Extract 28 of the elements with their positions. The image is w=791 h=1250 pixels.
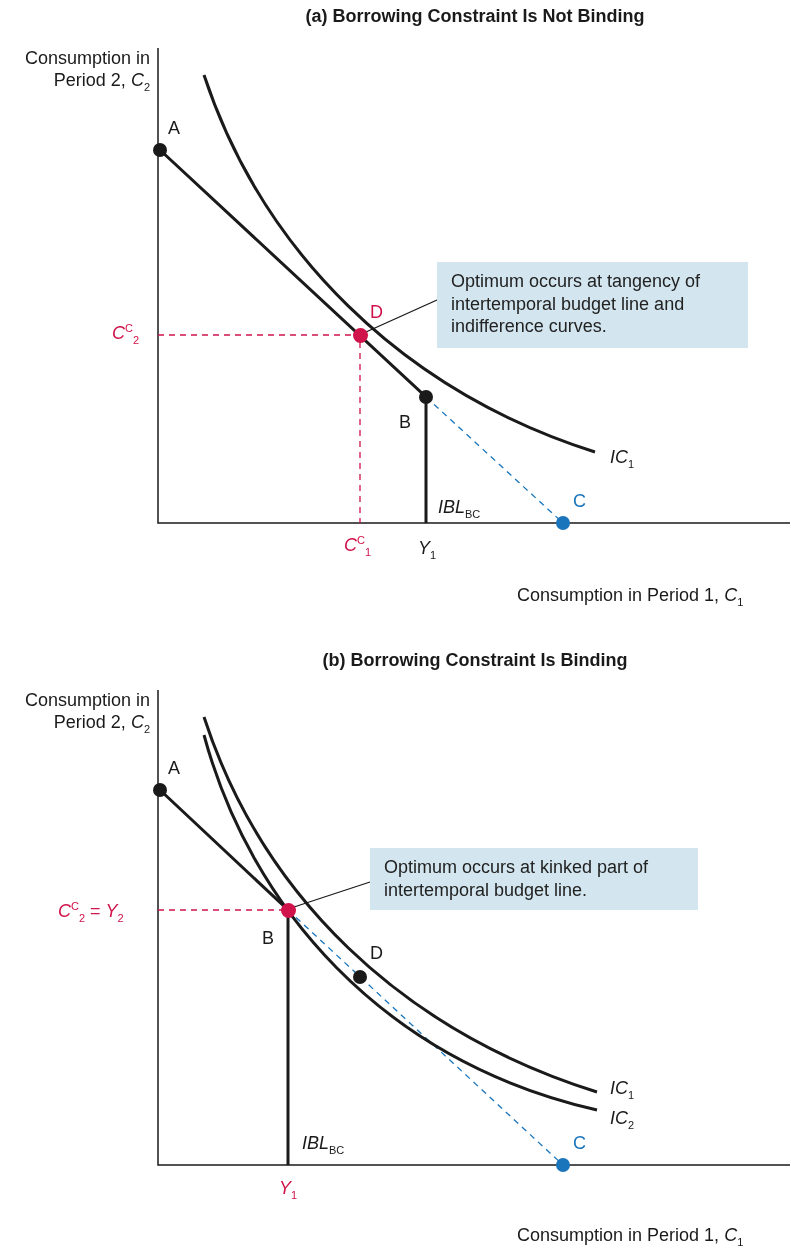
point-label: A	[168, 118, 180, 140]
point-marker	[352, 327, 368, 343]
leader-line	[293, 881, 371, 908]
curve-label: IC$_{1}$	[610, 1078, 635, 1102]
callout-box: Optimum occurs at tangency of intertemporal budget line and indifference curves.	[437, 262, 748, 348]
point-label: B	[262, 928, 274, 950]
point-label: B	[399, 412, 411, 434]
axis-label: Consumption in Period 2, C$_{2}$	[23, 690, 150, 736]
point-marker	[280, 902, 296, 918]
axis-value-label: C$^{C}$$_{2}$ = Y$_{2}$	[58, 900, 124, 925]
point-label: C	[573, 1133, 586, 1155]
axis-value-label: Y$_{1}$	[279, 1178, 298, 1202]
panel-title: (a) Borrowing Constraint Is Not Binding	[305, 6, 645, 28]
axis-label: Consumption in Period 1, C$_{1}$	[517, 585, 744, 609]
leader-line	[365, 299, 438, 333]
curve-label: IC$_{2}$	[610, 1108, 635, 1132]
curve-label: IC$_{1}$	[610, 447, 635, 471]
point-label: A	[168, 758, 180, 780]
axis-value-label: Y$_{1}$	[418, 538, 437, 562]
callout-box: Optimum occurs at kinked part of intertemporal budget line.	[370, 848, 698, 910]
axis-label: Consumption in Period 2, C$_{2}$	[23, 48, 150, 94]
line-label: IBL$_{BC}$	[438, 497, 481, 521]
panel-title: (b) Borrowing Constraint Is Binding	[322, 650, 628, 672]
point-label: D	[370, 943, 383, 965]
point-label: D	[370, 302, 383, 324]
line-label: IBL$_{BC}$	[302, 1133, 345, 1157]
axis-label: Consumption in Period 1, C$_{1}$	[517, 1225, 744, 1249]
point-label: C	[573, 491, 586, 513]
